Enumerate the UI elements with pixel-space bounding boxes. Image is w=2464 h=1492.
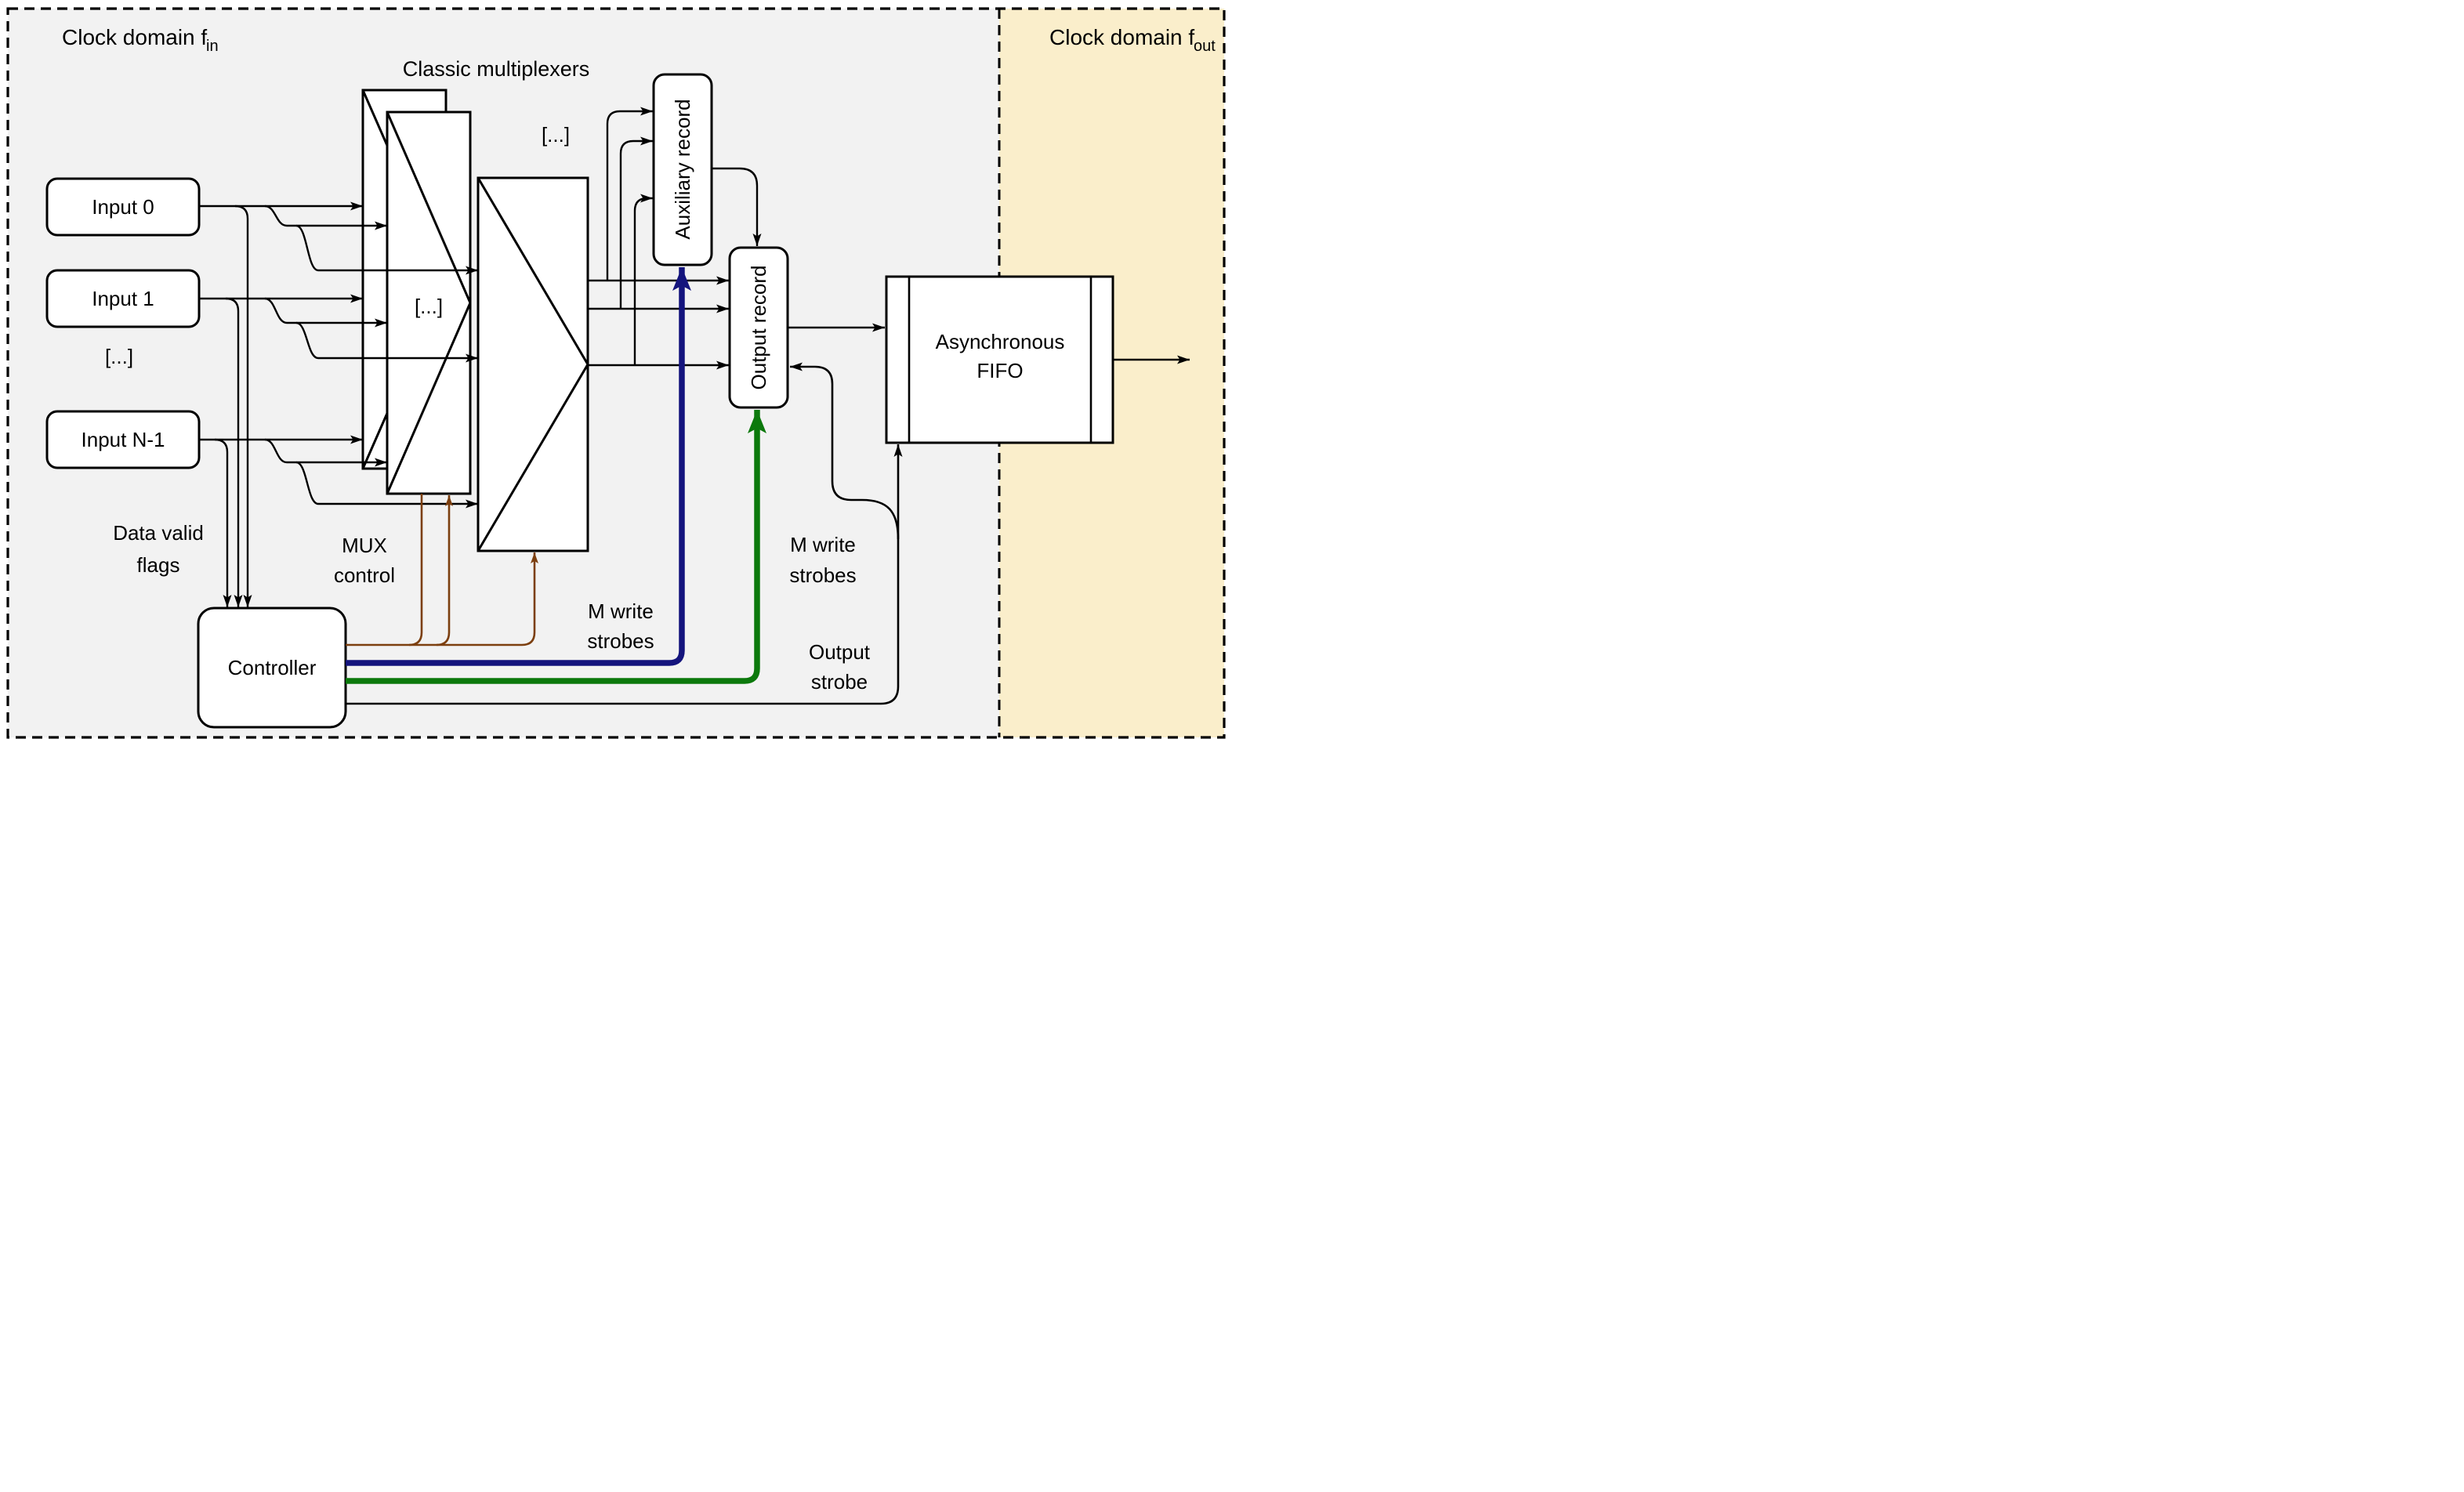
muxm-to-aux-record-line	[633, 194, 653, 365]
classic-multiplexers-label: Classic multiplexers	[403, 57, 590, 81]
input1-to-muxm-line	[295, 321, 478, 363]
async-fifo-box	[885, 275, 1114, 444]
mux-m	[476, 176, 589, 552]
input0-label: Input 0	[92, 195, 154, 219]
mux-control-label-line1: MUX	[342, 534, 387, 557]
m-write-strobes-green-label-line1: M write	[790, 533, 856, 556]
input0-to-mux1-line	[264, 205, 387, 230]
clock-domain-crossing-diagram: Clock domain f in Clock domain f out Cla…	[0, 0, 1232, 746]
write-strobe-blue-line	[346, 267, 691, 666]
mux0-to-aux-record-line	[606, 107, 653, 281]
m-write-strobes-green-label-line2: strobes	[789, 563, 856, 587]
mux-ellipsis-label: [...]	[415, 295, 443, 318]
mux-m-symbol	[476, 177, 589, 552]
auxiliary-record-box	[652, 73, 713, 266]
output-strobe-to-output-record-line	[790, 362, 900, 540]
data-valid-flags-label-line2: flags	[137, 553, 180, 577]
domain-in-title: Clock domain f	[62, 25, 207, 49]
mux1-to-aux-record-line	[619, 136, 653, 309]
fifo-label-line1: Asynchronous	[936, 330, 1065, 353]
inputN-valid-flag-line	[214, 438, 232, 607]
controller-label: Controller	[228, 656, 317, 679]
inputN-label: Input N-1	[82, 428, 165, 451]
text-layer: Clock domain f in Clock domain f out Cla…	[62, 25, 1216, 693]
inputN-to-muxm-line	[295, 461, 478, 509]
mux-control-line-mux1	[436, 495, 453, 646]
mux-control-line-mux0	[408, 494, 423, 646]
mux-top-ellipsis-label: [...]	[542, 123, 570, 147]
input1-to-mux1-line	[264, 297, 387, 328]
mux-control-line-muxm	[346, 552, 538, 646]
domain-in-title-sub: in	[206, 38, 219, 55]
write-strobe-green-line	[346, 410, 766, 684]
input0-valid-flag-line	[234, 205, 252, 607]
inputN-to-mux1-line	[264, 438, 387, 467]
m-write-strobes-blue-label-line1: M write	[588, 599, 654, 623]
domain-out-title: Clock domain f	[1049, 25, 1194, 49]
classic-multiplexers-group	[361, 89, 589, 552]
input0-to-muxm-line	[295, 224, 478, 275]
controller-box	[197, 607, 347, 729]
diagram-canvas: Clock domain f in Clock domain f out Cla…	[6, 7, 1226, 739]
input1-valid-flag-line	[225, 297, 243, 607]
m-write-strobes-blue-label-line2: strobes	[587, 629, 654, 653]
output-strobe-to-fifo-line	[346, 444, 903, 705]
data-lines	[199, 107, 1190, 705]
data-valid-flags-label-line1: Data valid	[113, 521, 204, 545]
fifo-outline	[885, 275, 1114, 444]
mux-control-label-line2: control	[334, 563, 395, 587]
aux-record-to-output-record-line	[712, 167, 762, 246]
output-strobe-label-line1: Output	[809, 640, 871, 664]
output-record-label: Output record	[747, 266, 770, 390]
inputs-ellipsis-label: [...]	[105, 345, 133, 368]
mux-control-lines	[346, 494, 538, 646]
auxiliary-record-label: Auxiliary record	[671, 99, 694, 239]
output-strobe-label-line2: strobe	[811, 670, 868, 693]
outer-dashed-border	[6, 7, 1226, 739]
input1-label: Input 1	[92, 287, 154, 310]
domain-out-title-sub: out	[1194, 38, 1216, 55]
fifo-label-line2: FIFO	[977, 359, 1023, 382]
